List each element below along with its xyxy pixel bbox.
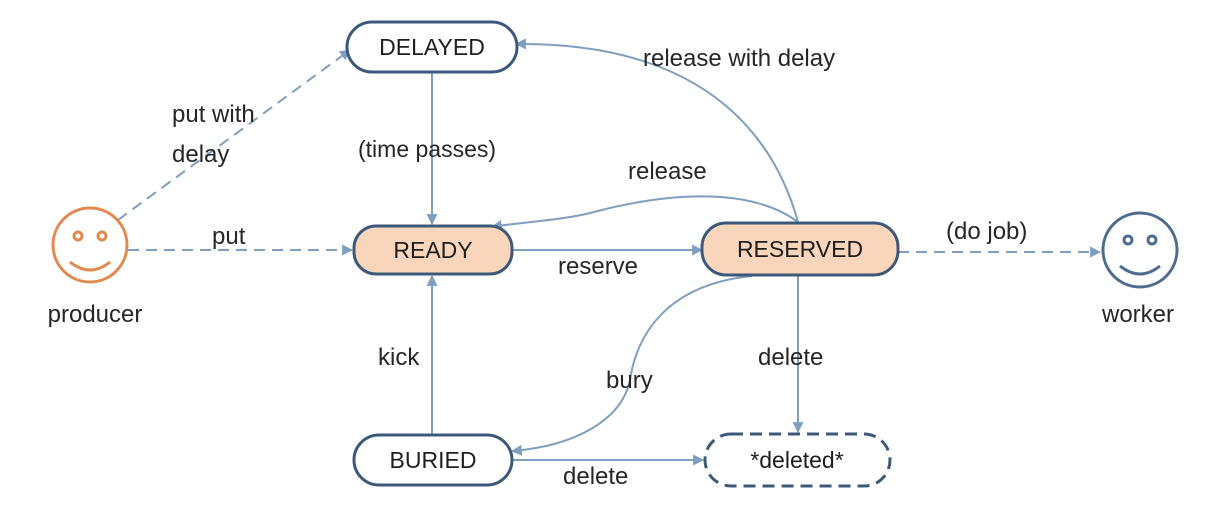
state-buried: BURIED (352, 433, 514, 487)
producer-label: producer (48, 301, 143, 328)
state-reserved-label: RESERVED (737, 236, 863, 262)
worker-label: worker (1101, 301, 1174, 328)
label-reserve: reserve (558, 253, 638, 280)
label-delete-buried: delete (563, 463, 628, 490)
edge-release (490, 195, 799, 231)
label-bury: bury (606, 367, 653, 394)
label-put-with-delay-line1: put with (172, 101, 255, 128)
state-ready-label: READY (393, 237, 472, 263)
state-reserved: RESERVED (700, 221, 900, 277)
edge-put-with-delay (117, 49, 351, 221)
label-delete-reserved: delete (758, 344, 823, 371)
state-buried-label: BURIED (390, 447, 477, 473)
state-deleted: *deleted* (703, 432, 892, 488)
state-deleted-label: *deleted* (750, 447, 843, 473)
label-kick: kick (378, 344, 420, 371)
label-put-with-delay-line2: delay (172, 141, 229, 168)
state-ready: READY (352, 224, 514, 276)
label-do-job: (do job) (946, 218, 1027, 245)
label-time-passes: (time passes) (358, 136, 496, 162)
state-delayed: DELAYED (345, 20, 519, 74)
label-put: put (212, 223, 246, 250)
edge-release-with-delay (514, 38, 799, 223)
producer-smiley-icon (51, 206, 129, 284)
worker-smiley-icon (1101, 211, 1179, 289)
state-delayed-label: DELAYED (379, 34, 485, 60)
label-release-with-delay: release with delay (643, 45, 835, 72)
label-release: release (628, 158, 707, 185)
edge-bury (510, 275, 753, 456)
